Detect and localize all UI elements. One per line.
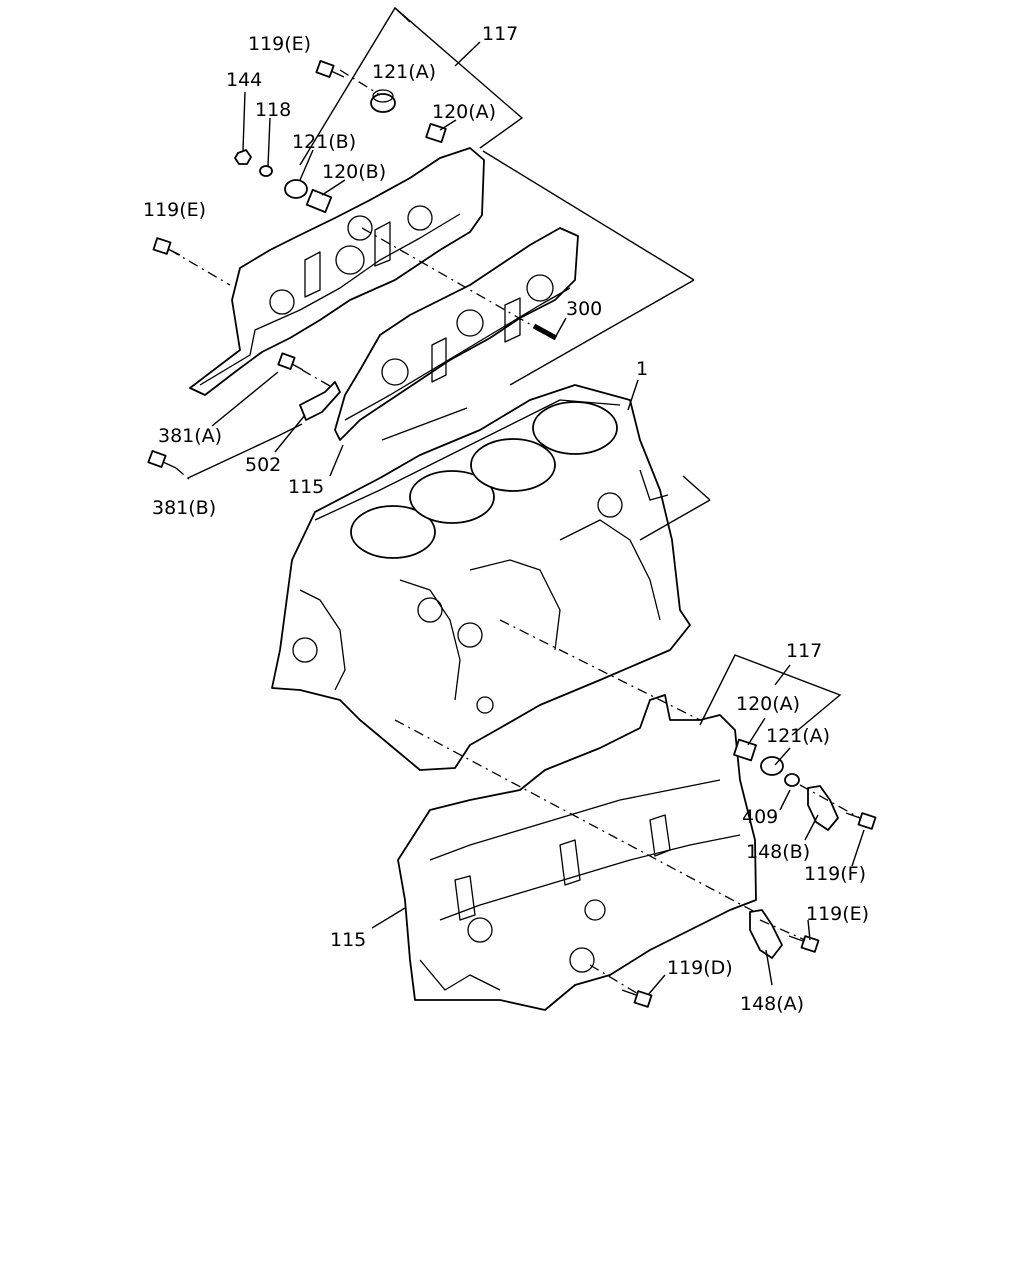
label-300: 300 [566,298,602,320]
label-117-right: 117 [786,640,822,662]
label-1: 1 [636,358,648,380]
label-502: 502 [245,454,281,476]
bolt-119d [621,989,653,1008]
label-115-bottom: 115 [330,929,366,951]
sleeve-120a-right [733,738,757,762]
label-120a-right: 120(A) [736,693,800,715]
label-148a: 148(A) [740,993,804,1015]
label-409: 409 [742,806,778,828]
nut-144 [234,149,252,165]
bolt-119e-top [315,60,345,78]
label-148b: 148(B) [746,841,810,863]
sleeve-120a-top [425,122,447,144]
label-119e-left: 119(E) [143,199,206,221]
leader-lines [187,6,865,996]
washer-118 [259,165,273,177]
clamp-148a [749,909,783,959]
label-115-top: 115 [288,476,324,498]
bolt-119f [845,812,877,830]
label-144: 144 [226,69,262,91]
lower-heat-shield-115 [397,694,757,1011]
label-120a-top: 120(A) [432,101,496,123]
label-121a-top: 121(A) [372,61,436,83]
callout-labels: 119(E) 117 121(A) 144 118 120(A) 121(B) … [143,23,869,1015]
washer-409 [784,773,800,787]
label-121b: 121(B) [292,131,356,153]
collar-121a-top [370,89,396,113]
bolt-381b [147,450,177,469]
cylinder-block-1 [271,384,691,771]
bracket-502 [299,381,341,421]
label-117-top: 117 [482,23,518,45]
label-381b: 381(B) [152,497,216,519]
clamp-148b [807,785,839,831]
label-119e-right: 119(E) [806,903,869,925]
assembly-center-lines [169,69,861,996]
bolt-119e-left [152,237,181,256]
sleeve-120b [305,188,333,214]
label-119f: 119(F) [804,863,866,885]
label-119e-top: 119(E) [248,33,311,55]
label-121a-right: 121(A) [766,725,830,747]
bolt-381a [277,352,304,371]
label-381a: 381(A) [158,425,222,447]
upper-heat-shield-115 [189,147,579,441]
label-120b: 120(B) [322,161,386,183]
label-119d: 119(D) [667,957,733,979]
label-118: 118 [255,99,291,121]
bolt-119e-right [788,935,820,953]
collar-121b [284,179,308,199]
